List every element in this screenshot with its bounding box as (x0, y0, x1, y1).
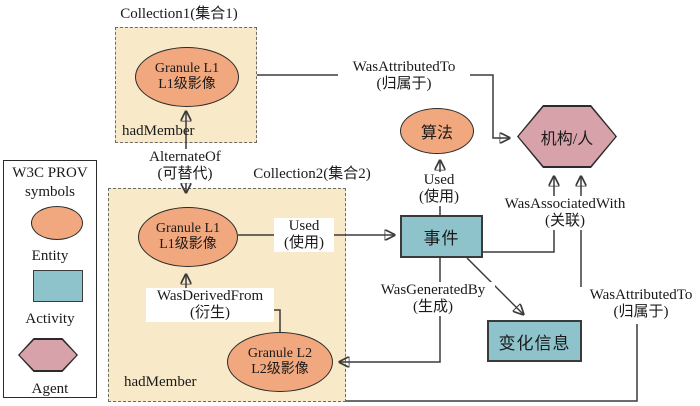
legend-entity-label: Entity (31, 248, 69, 264)
legend-activity-label: Activity (25, 311, 75, 327)
label-zh: (可替代) (157, 166, 213, 182)
label-zh: (衍生) (190, 305, 230, 321)
edge-event-to-change-info (466, 257, 523, 314)
label-zh: (生成) (413, 299, 453, 315)
label-en: AlternateOf (149, 149, 221, 165)
label-was-associated-with: WasAssociatedWith (关联) (496, 196, 634, 230)
had-member-label-1: hadMember (122, 123, 195, 139)
label-en: Used (288, 218, 320, 234)
label-alternate-of: AlternateOf (可替代) (137, 149, 233, 183)
legend-agent-label: Agent (31, 381, 69, 397)
label-was-attributed-to-right: WasAttributedTo (归属于) (582, 287, 700, 324)
node-granule-l1-collection1: Granule L1 L1级影像 (135, 47, 239, 107)
node-event: 事件 (400, 215, 483, 258)
label-zh: (使用) (284, 235, 324, 251)
edge-was-attributed-to-right-lower (346, 324, 638, 402)
label-en: Used (423, 172, 455, 188)
label-zh: (关联) (545, 213, 585, 229)
label-zh: (归属于) (376, 76, 432, 92)
node-label: L1级影像 (158, 77, 216, 92)
label-was-attributed-to-top: WasAttributedTo (归属于) (338, 59, 470, 93)
node-label: Granule L1 (154, 60, 220, 76)
collection2-title: Collection2(集合2) (253, 166, 371, 182)
label-en: WasAssociatedWith (504, 196, 626, 212)
node-label: Granule L1 (155, 220, 221, 236)
label-en: WasGeneratedBy (380, 282, 486, 298)
node-label: Granule L2 (247, 345, 313, 361)
node-label: L2级影像 (251, 362, 309, 377)
node-label: L1级影像 (159, 237, 217, 252)
legend-title-line1: W3C PROV (12, 165, 88, 181)
node-change-info: 变化信息 (487, 320, 582, 362)
legend-title-line2: symbols (24, 184, 75, 200)
label-en: WasAttributedTo (352, 59, 456, 75)
had-member-label-2: hadMember (124, 374, 197, 390)
legend-activity-symbol (33, 270, 83, 302)
label-used-top: Used (使用) (409, 172, 469, 206)
label-zh: (归属于) (613, 304, 669, 320)
legend-entity-symbol (31, 206, 83, 240)
collection1-title: Collection1(集合1) (120, 6, 238, 22)
label-en: WasAttributedTo (589, 287, 693, 303)
node-granule-l2: Granule L2 L2级影像 (227, 332, 333, 392)
label-zh: (使用) (419, 189, 459, 205)
node-granule-l1-collection2: Granule L1 L1级影像 (138, 207, 238, 267)
node-algorithm: 算法 (400, 108, 474, 154)
label-was-generated-by: WasGeneratedBy (生成) (371, 282, 495, 316)
label-was-derived-from: WasDerivedFrom (衍生) (146, 288, 274, 322)
label-en: WasDerivedFrom (156, 288, 264, 304)
label-used-mid: Used (使用) (274, 218, 334, 252)
